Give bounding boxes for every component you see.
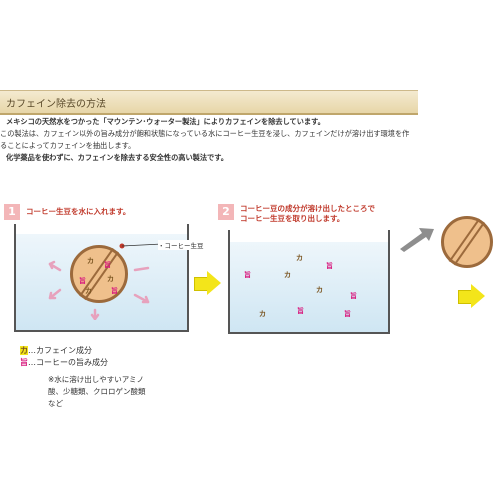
step-2-text-line-2: コーヒー生豆を取り出します。 [240, 214, 345, 223]
dissolve-arrows [48, 260, 150, 320]
umami-mark: 旨 [111, 287, 118, 295]
umami-mark: 旨 [344, 310, 351, 318]
arrow-icon [90, 313, 100, 320]
umami-mark: 旨 [326, 262, 333, 270]
footnote-line-2: 酸、少糖類、クロロゲン酸類 [48, 387, 146, 396]
step-1-number: 1 [4, 204, 20, 220]
intro-line-4: 化学薬品を使わずに、カフェインを除去する安全性の高い製法です。 [6, 153, 228, 162]
lift-arrow-icon [400, 228, 434, 252]
legend-caffeine-mark: カ [20, 346, 28, 355]
removed-coffee-bean [441, 216, 493, 268]
footnote-line-3: など [48, 399, 63, 408]
bean-callout-text: コーヒー生豆 [164, 242, 204, 250]
callout-pointer [119, 243, 163, 249]
arrow-icon [141, 295, 150, 304]
section-title-bar: カフェイン除去の方法 [0, 90, 418, 115]
caffeine-mark: カ [296, 254, 303, 262]
intro-line-2: この製法は、カフェイン以外の旨み成分が飽和状態になっている水にコーヒー生豆を浸し… [0, 129, 410, 138]
step-2-text-line-1: コーヒー豆の成分が溶け出したところで [240, 204, 375, 213]
coffee-bean-in-water: カ 旨 カ 旨 カ 旨 [70, 245, 128, 303]
intro-text: メキシコの天然水をつかった「マウンテン･ウォーター製法」によりカフェインを除去し… [0, 116, 418, 164]
caffeine-mark: カ [85, 287, 92, 295]
legend-umami: 旨…コーヒーの旨み成分 [20, 357, 108, 369]
section-title: カフェイン除去の方法 [6, 99, 106, 110]
footnote-line-1: ※水に溶け出しやすいアミノ [48, 375, 145, 384]
caffeine-mark: カ [284, 271, 291, 279]
bean-groove [448, 218, 486, 266]
step-2-number: 2 [218, 204, 234, 220]
legend-caffeine-text: …カフェイン成分 [28, 346, 92, 355]
caffeine-mark: カ [107, 275, 114, 283]
bean-callout-label: ・コーヒー生豆 [158, 240, 204, 250]
caffeine-mark: カ [259, 310, 266, 318]
umami-mark: 旨 [297, 307, 304, 315]
arrow-icon [48, 288, 62, 300]
umami-mark: 旨 [104, 261, 111, 269]
umami-mark: 旨 [244, 271, 251, 279]
caffeine-mark: カ [87, 257, 94, 265]
intro-line-3: ることによってカフェインを抽出します。 [0, 141, 136, 150]
water-tank-2 [228, 230, 390, 334]
legend-umami-mark: 旨 [20, 358, 28, 367]
arrow-icon [48, 291, 57, 300]
water-2 [230, 242, 388, 332]
step-1-text: コーヒー生豆を水に入れます。 [26, 207, 131, 216]
legend-caffeine: カ…カフェイン成分 [20, 345, 108, 357]
legend-umami-text: …コーヒーの旨み成分 [28, 358, 108, 367]
umami-mark: 旨 [350, 292, 357, 300]
arrow-icon [133, 266, 150, 272]
arrow-icon [48, 260, 56, 270]
footnote: ※水に溶け出しやすいアミノ 酸、少糖類、クロロゲン酸類 など [48, 374, 146, 410]
intro-line-1: メキシコの天然水をつかった「マウンテン･ウォーター製法」によりカフェインを除去し… [6, 117, 325, 126]
legend: カ…カフェイン成分 旨…コーヒーの旨み成分 [20, 345, 108, 369]
caffeine-mark: カ [316, 286, 323, 294]
umami-mark: 旨 [79, 277, 86, 285]
water-tank-1 [14, 224, 189, 332]
